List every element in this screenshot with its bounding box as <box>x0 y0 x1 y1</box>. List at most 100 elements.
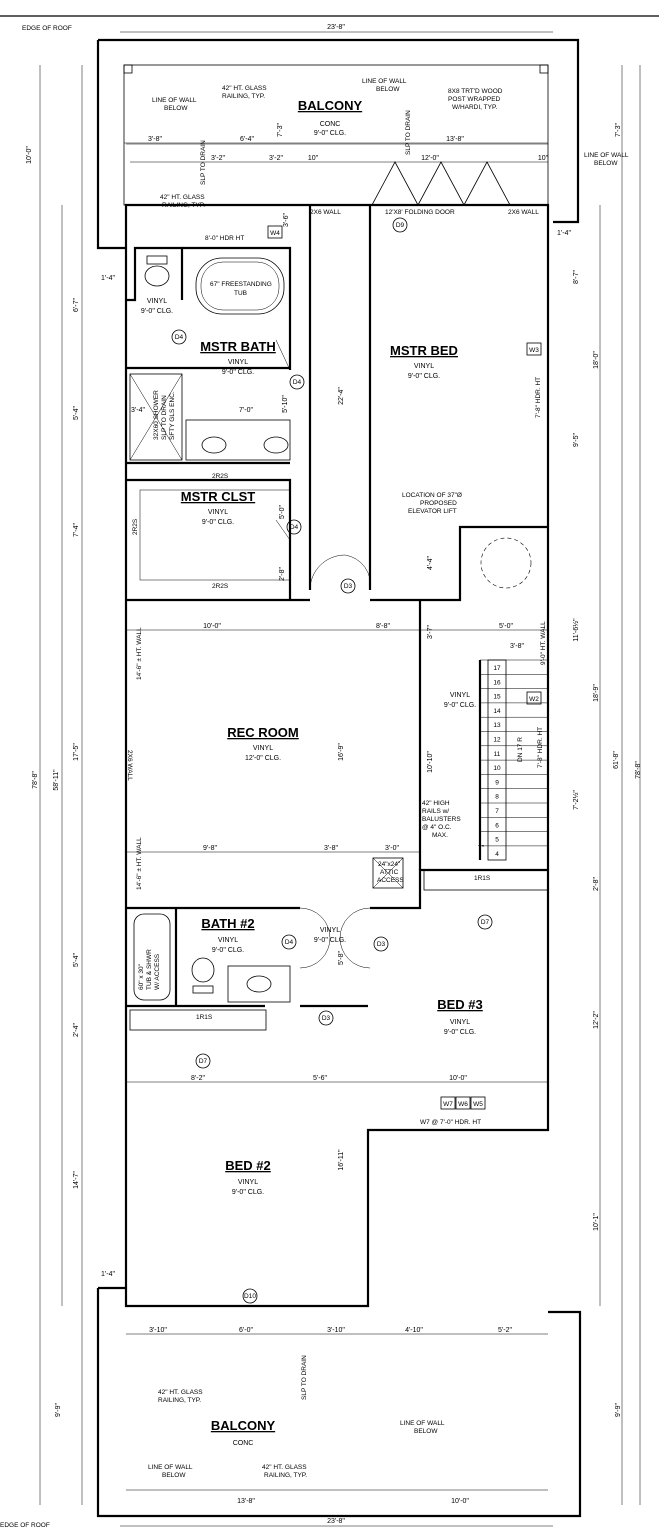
closet-rod <box>139 489 291 581</box>
tub-shower <box>133 913 171 1001</box>
dim-v-22-4: 22'-4" <box>338 387 345 405</box>
tag-w3: W3 <box>529 347 539 354</box>
note-attic-1: 24"x24" <box>378 861 401 868</box>
note-glass-rail-4: 42" HT. GLASS <box>262 1464 307 1471</box>
note-attic-2: ATTIC <box>380 869 399 876</box>
note-post-2: POST WRAPPED <box>448 96 501 103</box>
note-tub-shwr-3: W/ ACCESS <box>154 953 161 990</box>
dim-v-16-9: 16'-9" <box>338 743 345 761</box>
dim-r-2-8: 2'-8" <box>593 877 600 891</box>
dim-bal-3-2: 3'-2" <box>211 155 225 162</box>
dim-mbath-7-0: 7'-0" <box>239 407 253 414</box>
stair-number: 17 <box>493 665 501 672</box>
room-mstr-bath-sub1: VINYL <box>228 359 248 366</box>
dim-l-7-4: 7'-4" <box>73 523 80 537</box>
tag-w6: W6 <box>458 1101 468 1108</box>
note-ht-wall-2: 14'-6" ± HT. WALL <box>136 837 143 890</box>
dim-bal-13-8: 13'-8" <box>446 136 464 143</box>
vanity-bath2 <box>227 965 291 1003</box>
dim-l-10-0: 10'-0" <box>26 146 33 164</box>
dim-l-5-4: 5'-4" <box>73 406 80 420</box>
stair-sub2: 9'-0" CLG. <box>444 702 476 709</box>
dim-r-7-2: 7'-2½" <box>572 790 580 810</box>
dim-bot-13-8: 13'-8" <box>237 1498 255 1505</box>
dim-bot-10-0: 10'-0" <box>451 1498 469 1505</box>
tags: D9 D4 D4 D4 D4 D3 D3 D3 D7 D7 D10 W3 W4 … <box>171 217 542 1304</box>
stair-number: 9 <box>495 779 499 786</box>
stair-number: 16 <box>493 679 501 686</box>
note-line-wall-3b: BELOW <box>414 1428 438 1435</box>
exterior-wall <box>124 203 550 1308</box>
dim-l-6-7: 6'-7" <box>73 298 80 312</box>
note-line-wall-right-b: BELOW <box>594 160 618 167</box>
tag-w4: W4 <box>270 230 280 237</box>
note-slp-drain-2: SLP TO DRAIN <box>405 110 412 155</box>
stair-sub1: VINYL <box>450 692 470 699</box>
attic-access <box>372 857 404 889</box>
note-line-wall-4b: BELOW <box>162 1472 186 1479</box>
note-2r2s-1: 2R2S <box>212 473 229 480</box>
dim-l-14-7: 14'-7" <box>73 1171 80 1189</box>
dim-rec-10-0: 10'-0" <box>203 623 221 630</box>
dim-v-4-4: 4'-4" <box>427 556 434 570</box>
stair-number: 12 <box>493 737 501 744</box>
note-line-wall-2: LINE OF WALL <box>362 78 407 85</box>
dim-bal-12-0: 12'-0" <box>421 155 439 162</box>
dim-l-1-4: 1'-4" <box>101 275 115 282</box>
dim-l-2-4: 2'-4" <box>73 1023 80 1037</box>
dim-v-5-0: 5'-0" <box>279 505 286 519</box>
note-post-1: 8X8 TRT'D WOOD <box>448 88 503 95</box>
note-rails-4: @ 4" O.C. <box>422 824 452 831</box>
tag-d7a: D7 <box>481 919 490 926</box>
note-2r2s-3: 2R2S <box>212 583 229 590</box>
folding-door <box>371 161 511 206</box>
closet-bed2 <box>129 1009 267 1031</box>
dim-v-16-11: 16'-11" <box>338 1149 345 1171</box>
post-nw <box>123 64 133 74</box>
dim-rec-7: 7" <box>478 845 485 852</box>
room-balcony-bottom-sub1: CONC <box>233 1440 254 1447</box>
note-2x6: 2X6 WALL <box>126 750 133 781</box>
dim-v-3-7: 3'-7" <box>427 625 434 639</box>
room-bed2: BED #2 <box>225 1158 271 1173</box>
note-rails-2: RAILS w/ <box>422 808 449 815</box>
freestanding-tub <box>195 257 285 315</box>
dim-v-5-10: 5'-10" <box>282 395 289 413</box>
dim-bot-3-10b: 3'-10" <box>327 1327 345 1334</box>
dim-r-18-9: 18'-9" <box>593 684 600 702</box>
dim-r-10-1: 10'-1" <box>593 1213 600 1231</box>
stair-number: 13 <box>493 722 501 729</box>
tag-d9: D9 <box>396 222 405 229</box>
room-bed3-sub1: VINYL <box>450 1019 470 1026</box>
note-attic-3: ACCESS <box>377 877 404 884</box>
dim-r-18-0: 18'-0" <box>593 351 600 369</box>
dim-l-9-9: 9'-9" <box>55 1403 62 1417</box>
stair-number: 5 <box>495 837 499 844</box>
shower-x2 <box>129 373 183 461</box>
dim-r-8-7: 8'-7" <box>573 270 580 284</box>
dim-v-3-6: 3'-6" <box>283 213 290 227</box>
room-bath2-sub2: 9'-0" CLG. <box>212 947 244 954</box>
dim-l-5-4b: 5'-4" <box>73 953 80 967</box>
note-shower-c: SFTY GLS ENC. <box>169 391 176 440</box>
dim-bot-4-10: 4'-10" <box>405 1327 423 1334</box>
dim-r-11-6: 11'-6½" <box>572 618 580 642</box>
note-hdr-ht: 8'-0" HDR HT <box>205 235 244 242</box>
dim-r-61-8: 61'-8" <box>613 751 620 769</box>
door-swings-hall <box>299 907 371 969</box>
note-glass-rail-1: 42" HT. GLASS <box>222 85 267 92</box>
dim-bot-6-0: 6'-0" <box>239 1327 253 1334</box>
note-folding-door: 12'X8' FOLDING DOOR <box>385 209 455 216</box>
note-w7-hdr: W7 @ 7'-0" HDR. HT <box>420 1119 481 1126</box>
sink-bath2 <box>246 975 272 993</box>
toilet-master <box>144 265 170 287</box>
stair-number: 6 <box>495 822 499 829</box>
tag-d4c: D4 <box>290 524 299 531</box>
hall-sub1: VINYL <box>320 927 340 934</box>
note-post-3: W/HARDI, TYP. <box>452 104 497 111</box>
room-balcony-bottom: BALCONY <box>211 1418 276 1433</box>
note-hdr-stair: 7'-8" HDR. HT <box>537 727 544 768</box>
note-line-wall-4: LINE OF WALL <box>148 1464 193 1471</box>
dim-mbath-3-4: 3'-4" <box>131 407 145 414</box>
dim-b3-10-0: 10'-0" <box>449 1075 467 1082</box>
